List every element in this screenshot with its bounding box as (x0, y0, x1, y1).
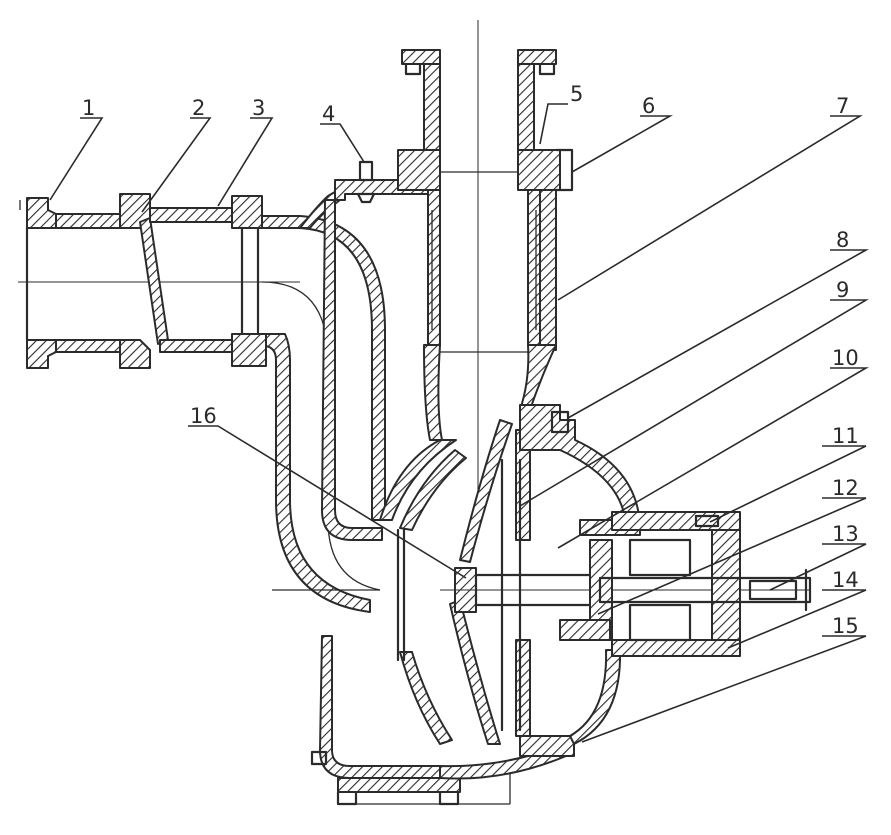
leader-1 (49, 117, 104, 201)
leader-3 (217, 117, 274, 207)
part-label-5: 5 (570, 82, 583, 106)
part-label-3: 3 (252, 96, 265, 120)
leader-14 (727, 589, 867, 649)
leader-10 (557, 367, 869, 549)
part-label-9: 9 (836, 278, 849, 302)
leader-13 (769, 543, 867, 591)
leader-8 (567, 249, 870, 419)
suction-inlet-pipe (18, 193, 300, 369)
part-label-6: 6 (642, 94, 655, 118)
part-label-2: 2 (192, 96, 205, 120)
leader-15 (581, 635, 867, 743)
part-label-7: 7 (836, 94, 849, 118)
leader-lines (49, 103, 870, 743)
part-label-15: 15 (832, 614, 859, 638)
part-label-14: 14 (832, 568, 859, 592)
leader-4 (320, 123, 365, 163)
part-label-13: 13 (832, 522, 859, 546)
part-label-1: 1 (82, 96, 95, 120)
part-label-10: 10 (832, 346, 859, 370)
leader-9 (519, 299, 869, 507)
leader-11 (709, 445, 867, 523)
discharge-pipe (397, 20, 574, 520)
leader-7 (557, 115, 863, 301)
part-label-11: 11 (832, 424, 859, 448)
leader-12 (597, 497, 867, 615)
part-label-8: 8 (836, 228, 849, 252)
bearing-bracket (519, 404, 812, 657)
leader-5 (539, 103, 568, 145)
leader-16 (188, 425, 467, 579)
part-label-16: 16 (190, 404, 217, 428)
part-label-12: 12 (832, 476, 859, 500)
leader-6 (571, 115, 674, 173)
part-label-4: 4 (322, 102, 335, 126)
part-labels: 1 2 3 4 5 6 7 8 9 10 11 12 13 14 15 16 (82, 82, 859, 638)
leader-2 (141, 117, 212, 213)
